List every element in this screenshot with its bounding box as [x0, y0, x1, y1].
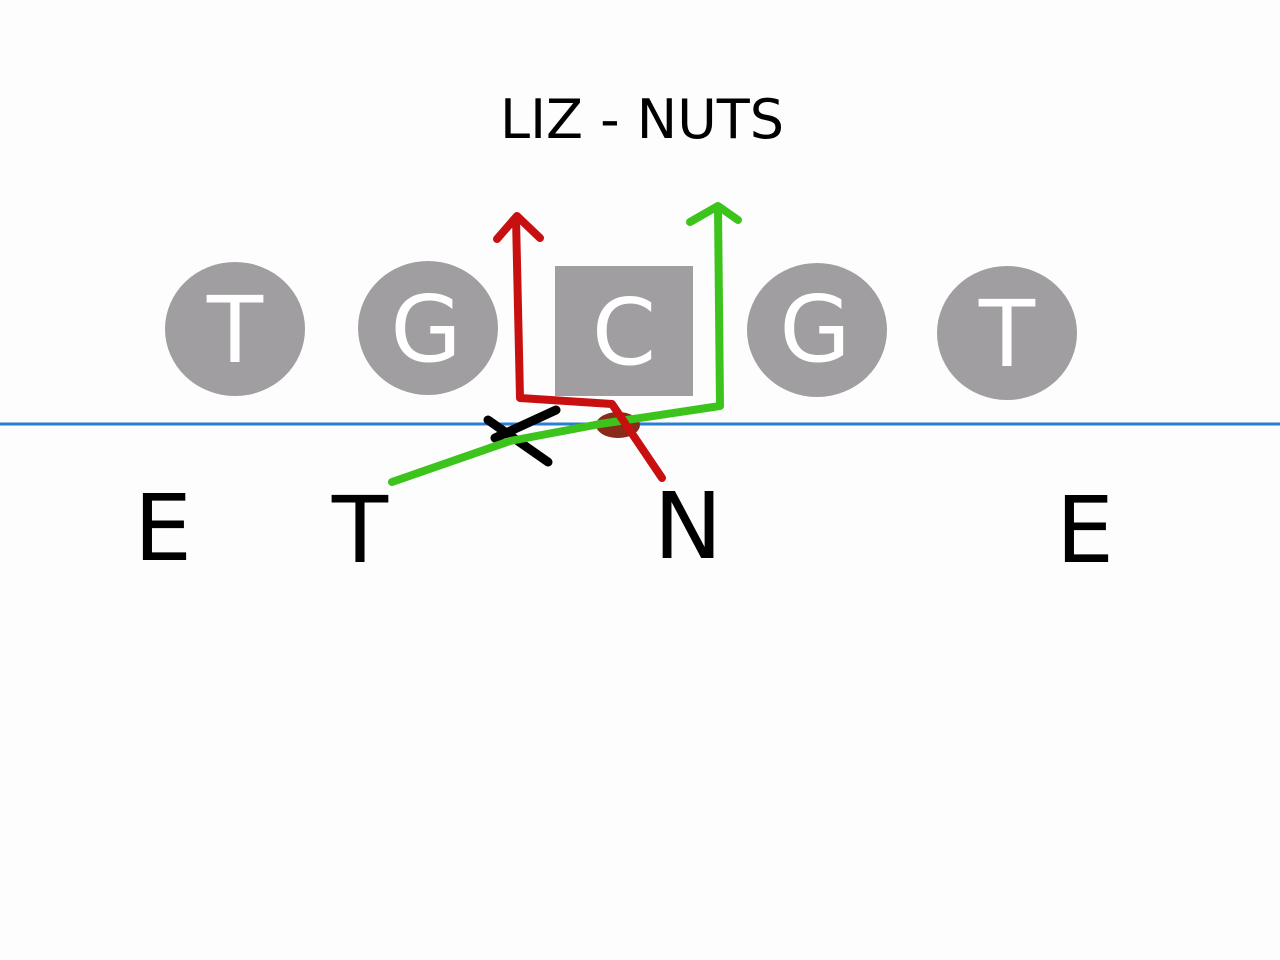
red-route [493, 212, 666, 482]
red-route-path [512, 214, 666, 482]
player-label: G [779, 276, 850, 383]
player-circle [358, 261, 498, 395]
play-title: LIZ - NUTS [500, 88, 784, 151]
defense-left-end: E [134, 475, 192, 582]
player-label: C [592, 279, 656, 386]
offense-left-tackle: T [165, 262, 305, 396]
player-circle [165, 262, 305, 396]
defense-right-end: E [1056, 477, 1114, 584]
defense-nose: N [654, 473, 723, 580]
offense-right-tackle: T [937, 266, 1077, 400]
offensive-line: T G C G T [165, 261, 1077, 400]
player-circle [937, 266, 1077, 400]
offense-center: C [555, 266, 693, 396]
player-label: T [978, 281, 1036, 388]
player-square [555, 266, 693, 396]
player-circle [747, 263, 887, 397]
defensive-front: E T N E [134, 473, 1114, 584]
player-label: G [390, 276, 461, 383]
x-stroke-b [490, 405, 561, 443]
green-route [388, 202, 742, 486]
green-arrowhead-icon [686, 202, 742, 226]
offense-left-guard: G [358, 261, 498, 395]
red-arrowhead-icon [493, 212, 544, 243]
green-route-path [388, 204, 724, 486]
offense-right-guard: G [747, 263, 887, 397]
defense-tackle: T [331, 477, 389, 584]
player-label: T [206, 277, 264, 384]
